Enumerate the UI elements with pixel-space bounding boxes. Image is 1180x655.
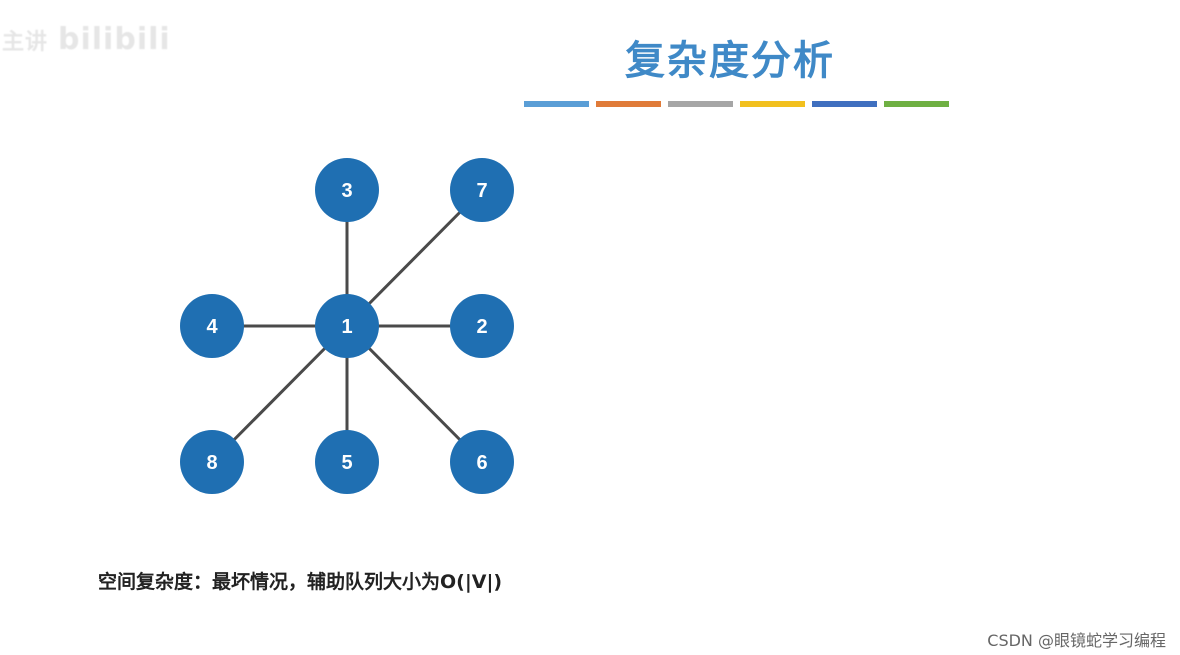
node-label: 8 bbox=[206, 452, 217, 474]
node-circle bbox=[315, 430, 379, 494]
node-label: 4 bbox=[206, 316, 218, 338]
source-credit: CSDN @眼镜蛇学习编程 bbox=[987, 631, 1166, 650]
node-5: 5 bbox=[315, 430, 379, 494]
node-label: 1 bbox=[341, 316, 352, 338]
accent-segment bbox=[596, 101, 661, 107]
watermark-prefix: 主讲 bbox=[2, 30, 49, 55]
node-6: 6 bbox=[450, 430, 514, 494]
node-circle bbox=[315, 158, 379, 222]
watermark-logo: 主讲 bilibili bbox=[2, 22, 171, 57]
complexity-expression: O(|V|) bbox=[440, 571, 503, 593]
accent-color-bar bbox=[524, 101, 949, 107]
accent-segment bbox=[884, 101, 949, 107]
node-4: 4 bbox=[180, 294, 244, 358]
node-1: 1 bbox=[315, 294, 379, 358]
accent-segment bbox=[668, 101, 733, 107]
node-circle bbox=[315, 294, 379, 358]
node-circle bbox=[180, 430, 244, 494]
accent-segment bbox=[740, 101, 805, 107]
node-3: 3 bbox=[315, 158, 379, 222]
node-label: 7 bbox=[476, 180, 487, 202]
watermark-brand: bilibili bbox=[58, 22, 171, 57]
node-circle bbox=[180, 294, 244, 358]
space-complexity-caption: 空间复杂度：最坏情况，辅助队列大小为O(|V|) bbox=[98, 567, 502, 594]
node-label: 2 bbox=[476, 316, 487, 338]
node-label: 6 bbox=[476, 452, 487, 474]
node-label: 5 bbox=[341, 452, 352, 474]
node-7: 7 bbox=[450, 158, 514, 222]
node-circle bbox=[450, 158, 514, 222]
caption-text: 空间复杂度：最坏情况，辅助队列大小为 bbox=[98, 571, 441, 593]
node-circle bbox=[450, 294, 514, 358]
node-label: 3 bbox=[341, 180, 352, 202]
node-2: 2 bbox=[450, 294, 514, 358]
accent-segment bbox=[524, 101, 589, 107]
accent-segment bbox=[812, 101, 877, 107]
node-8: 8 bbox=[180, 430, 244, 494]
node-circle bbox=[450, 430, 514, 494]
slide-title: 复杂度分析 bbox=[625, 38, 835, 84]
